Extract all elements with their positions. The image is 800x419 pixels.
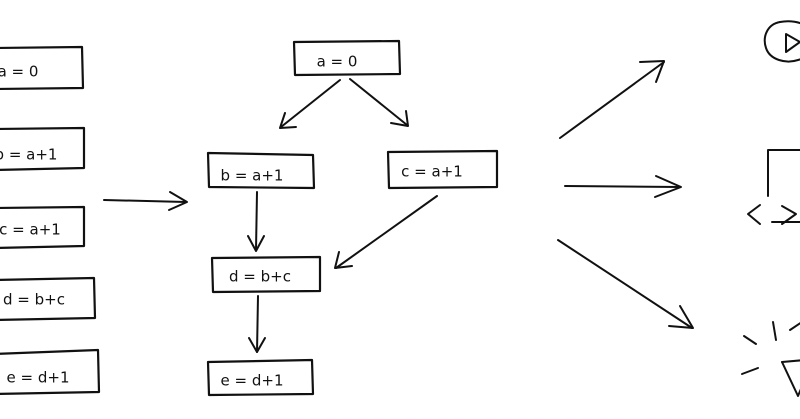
node-label: b = a+1 bbox=[221, 167, 284, 185]
node-label: d = b+c bbox=[229, 268, 291, 286]
statement-label: c = a+1 bbox=[0, 221, 61, 239]
statement-box-d: d = b+c bbox=[0, 276, 97, 321]
graph-node-a: a = 0 bbox=[292, 39, 402, 77]
statement-label: d = b+c bbox=[3, 291, 65, 309]
play-icon bbox=[763, 20, 800, 63]
graph-node-b: b = a+1 bbox=[206, 151, 316, 190]
statement-box-e: e = d+1 bbox=[0, 348, 101, 395]
graph-node-d: d = b+c bbox=[210, 255, 322, 294]
edge-c-d bbox=[334, 195, 438, 269]
edge-a-c bbox=[349, 78, 409, 127]
edge-a-b bbox=[279, 79, 341, 129]
graph-node-c: c = a+1 bbox=[386, 149, 499, 190]
statement-list: a = 0 b = a+1 c = a+1 d = b+c e = d+1 bbox=[0, 45, 101, 395]
statement-box-a: a = 0 bbox=[0, 45, 85, 91]
node-label: e = d+1 bbox=[221, 372, 284, 390]
cursor-click-icon bbox=[741, 321, 800, 397]
statement-label: a = 0 bbox=[0, 63, 38, 81]
statement-box-c: c = a+1 bbox=[0, 205, 86, 249]
graph-node-e: e = d+1 bbox=[206, 358, 315, 397]
statement-label: e = d+1 bbox=[7, 369, 70, 387]
transform-arrow bbox=[103, 191, 188, 211]
code-icon bbox=[747, 149, 800, 225]
node-label: c = a+1 bbox=[401, 163, 463, 181]
node-label: a = 0 bbox=[317, 53, 358, 71]
edge-d-e bbox=[248, 295, 266, 353]
output-arrow-down bbox=[557, 239, 694, 329]
output-arrow-middle bbox=[564, 175, 682, 198]
output-arrow-up bbox=[559, 60, 665, 139]
statement-box-b: b = a+1 bbox=[0, 126, 86, 171]
edge-b-d bbox=[247, 191, 265, 252]
statement-label: b = a+1 bbox=[0, 146, 57, 164]
